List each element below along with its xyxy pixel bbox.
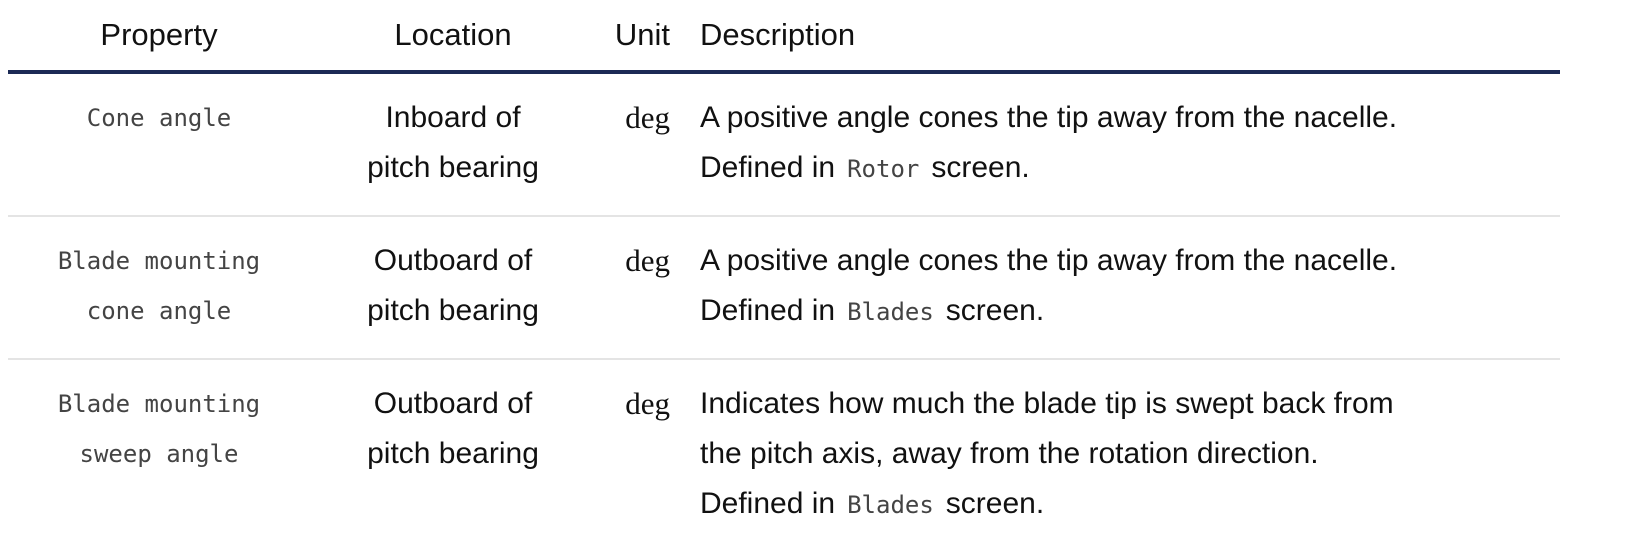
header-location: Location: [310, 0, 596, 74]
property-cell: Cone angle: [8, 72, 310, 217]
header-row: Property Location Unit Description: [8, 0, 1560, 74]
defined-prefix: Defined in: [700, 294, 836, 327]
table-row: Blade mounting sweep angle Outboard of pitc…: [8, 359, 1560, 551]
properties-table: Property Location Unit Description Cone …: [8, 0, 1560, 551]
location-cell: Inboard of pitch bearing: [310, 72, 596, 217]
property-cell-line: Blade mounting: [57, 247, 261, 275]
description-cell: A positive angle cones the tip away from…: [676, 216, 1560, 360]
header-unit: Unit: [596, 0, 676, 74]
location-cell-line: pitch bearing: [367, 151, 539, 184]
property-cell-line: sweep angle: [79, 440, 239, 468]
defined-in-line: Defined in Blades screen.: [700, 479, 1550, 530]
location-cell-line: pitch bearing: [367, 437, 539, 470]
location-cell-line: Outboard of: [373, 387, 533, 420]
description-cell-line: the pitch axis, away from the rotation d…: [700, 437, 1319, 470]
property-cell: Blade mounting sweep angle: [8, 359, 310, 551]
location-cell-line: Outboard of: [373, 244, 533, 277]
defined-suffix: screen.: [931, 151, 1030, 184]
location-cell-line: pitch bearing: [367, 294, 539, 327]
defined-in-line: Defined in Rotor screen.: [700, 143, 1550, 194]
table-row: Blade mounting cone angle Outboard of pitch…: [8, 216, 1560, 360]
defined-suffix: screen.: [945, 294, 1045, 327]
description-cell: A positive angle cones the tip away from…: [676, 72, 1560, 217]
property-cell-line: Blade mounting: [57, 390, 261, 418]
defined-code: Rotor: [847, 155, 920, 183]
description-cell-line: A positive angle cones the tip away from…: [700, 244, 1398, 277]
property-cell-line: cone angle: [86, 297, 232, 325]
defined-prefix: Defined in: [700, 487, 836, 520]
location-cell: Outboard of pitch bearing: [310, 216, 596, 360]
header-property: Property: [8, 0, 310, 74]
table-row: Cone angle Inboard of pitch bearing deg A po…: [8, 72, 1560, 217]
defined-prefix: Defined in: [700, 151, 836, 184]
unit-cell: deg: [596, 72, 676, 217]
property-cell: Blade mounting cone angle: [8, 216, 310, 360]
defined-in-line: Defined in Blades screen.: [700, 286, 1550, 337]
defined-suffix: screen.: [945, 487, 1045, 520]
unit-cell: deg: [596, 216, 676, 360]
unit-cell: deg: [625, 386, 670, 421]
description-cell-line: A positive angle cones the tip away from…: [700, 101, 1398, 134]
property-cell-line: Cone angle: [86, 104, 232, 132]
defined-code: Blades: [847, 298, 934, 326]
defined-code: Blades: [847, 491, 934, 519]
description-cell-line: Indicates how much the blade tip is swep…: [700, 387, 1394, 420]
header-description: Description: [676, 0, 1560, 74]
location-cell: Outboard of pitch bearing: [310, 359, 596, 551]
description-cell: Indicates how much the blade tip is swep…: [676, 359, 1560, 551]
location-cell-line: Inboard of: [385, 101, 521, 134]
